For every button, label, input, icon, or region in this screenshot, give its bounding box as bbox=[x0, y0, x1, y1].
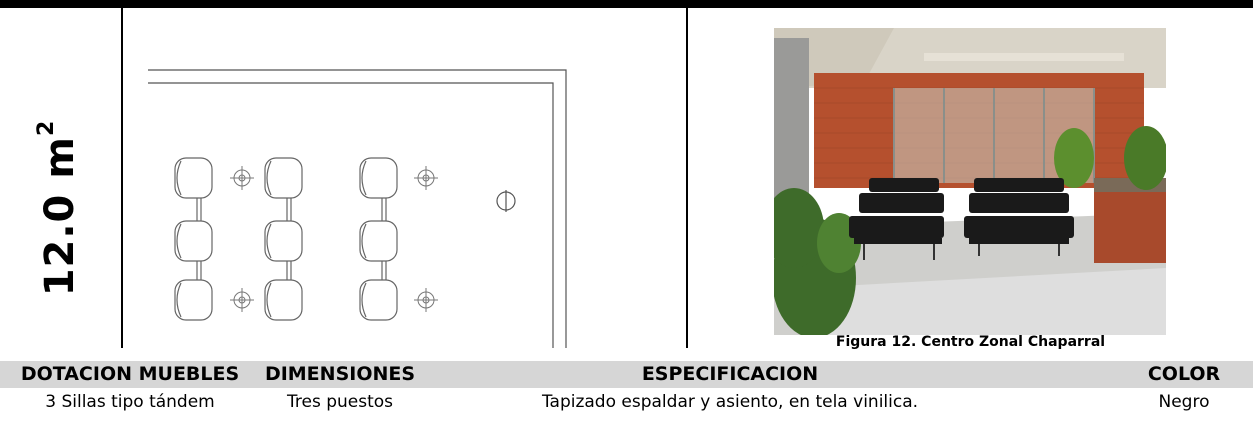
top-border-bar bbox=[0, 0, 1253, 8]
header-dotacion-muebles: DOTACION MUEBLES bbox=[20, 363, 240, 385]
waiting-room-photo bbox=[774, 28, 1166, 335]
light-fixture bbox=[230, 288, 254, 312]
floor-plan-drawing bbox=[148, 69, 567, 348]
light-fixture bbox=[414, 166, 438, 190]
inner-wall bbox=[148, 82, 554, 348]
floor-plan-cell bbox=[123, 8, 686, 348]
header-especificacion: ESPECIFICACION bbox=[641, 363, 819, 385]
door-symbol bbox=[496, 190, 516, 212]
table-header-row: DOTACION MUEBLES DIMENSIONES ESPECIFICAC… bbox=[0, 361, 1253, 388]
cell-color: Negro bbox=[1158, 392, 1210, 412]
tandem-chair-1 bbox=[174, 157, 213, 321]
area-label: 12.0 m2 bbox=[33, 119, 83, 297]
cell-dotacion: 3 Sillas tipo tándem bbox=[45, 392, 215, 412]
cell-divider-right bbox=[686, 8, 688, 348]
light-fixture bbox=[414, 288, 438, 312]
tandem-chair-3 bbox=[359, 157, 398, 321]
header-dimensiones: DIMENSIONES bbox=[264, 363, 416, 385]
light-fixtures bbox=[230, 166, 438, 312]
table-row: 3 Sillas tipo tándem Tres puestos Tapiza… bbox=[0, 388, 1253, 416]
cell-dimensiones: Tres puestos bbox=[286, 392, 394, 412]
outer-wall bbox=[148, 69, 567, 348]
tandem-chairs-plan bbox=[174, 157, 398, 321]
header-color: COLOR bbox=[1147, 363, 1221, 385]
tandem-chair-2 bbox=[264, 157, 303, 321]
photo-cell: Figura 12. Centro Zonal Chaparral bbox=[688, 8, 1253, 350]
area-cell: 12.0 m2 bbox=[0, 8, 122, 348]
photo-caption: Figura 12. Centro Zonal Chaparral bbox=[835, 334, 1106, 350]
cell-divider-left bbox=[121, 8, 123, 348]
cell-especificacion: Tapizado espaldar y asiento, en tela vin… bbox=[541, 392, 919, 412]
light-fixture bbox=[230, 166, 254, 190]
